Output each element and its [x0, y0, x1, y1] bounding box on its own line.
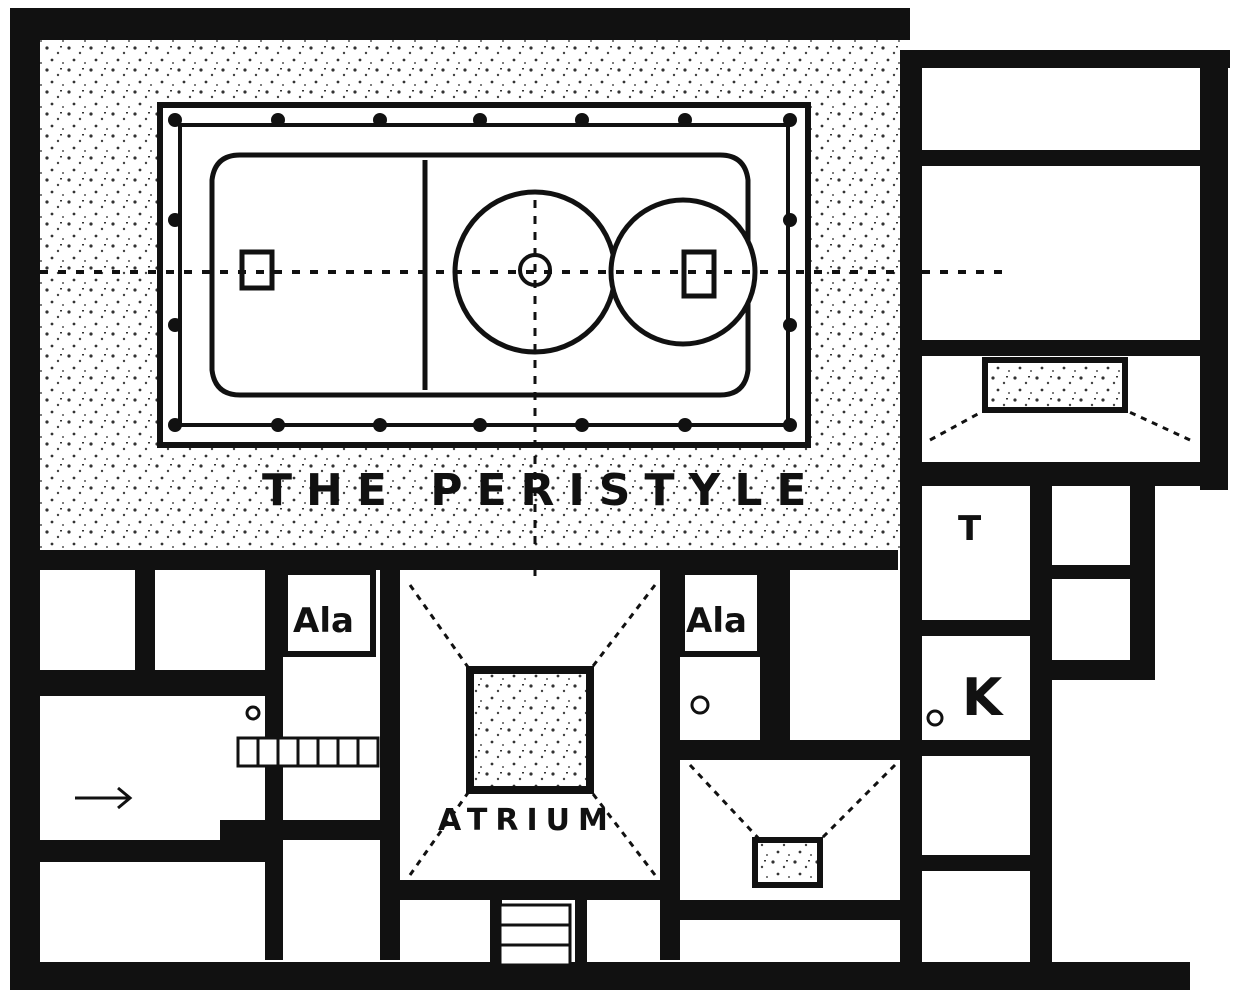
column-icons — [168, 113, 797, 432]
ala-left-label: Ala — [293, 601, 354, 641]
wells-icon — [245, 695, 944, 727]
side-court — [688, 357, 1191, 888]
room-t-label: T — [958, 509, 982, 549]
walls — [10, 8, 1230, 990]
atrium: ATRIUM — [405, 578, 657, 878]
entrance-arrow-icon — [75, 786, 133, 810]
stairs — [236, 736, 572, 967]
room-k-label: K — [962, 668, 1004, 728]
peristyle-label: THE PERISTYLE — [262, 465, 820, 516]
peristyle: THE PERISTYLE — [38, 40, 1010, 620]
ala-right-label: Ala — [686, 601, 747, 641]
atrium-label: ATRIUM — [438, 803, 616, 838]
